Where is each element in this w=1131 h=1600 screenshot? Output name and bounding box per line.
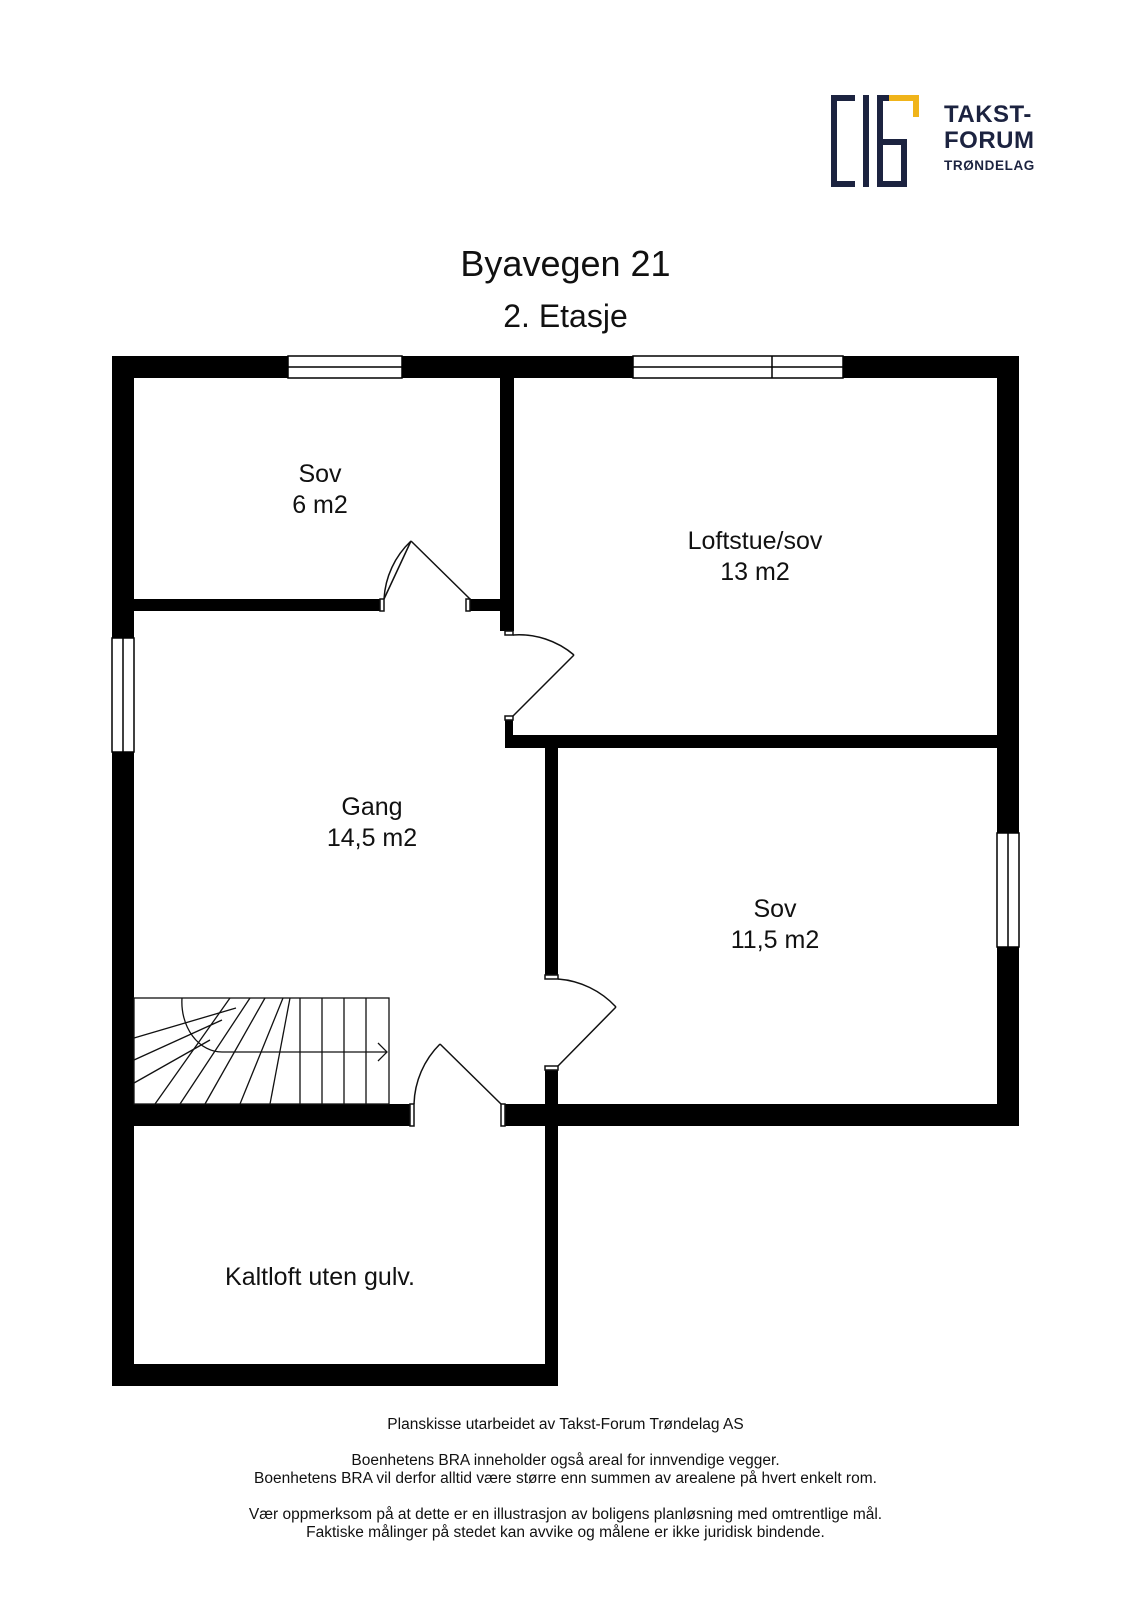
staircase [133, 997, 390, 1105]
room-label-gang: Gang 14,5 m2 [272, 792, 472, 854]
door-loftstue [504, 630, 575, 721]
logo-line-region: TRØNDELAG [944, 158, 1035, 173]
footer-bra-note-1: Boenhetens BRA inneholder også areal for… [351, 1452, 780, 1469]
footer-disclaimer-2: Faktiske målinger på stedet kan avvike o… [306, 1524, 825, 1541]
page-title: Byavegen 21 [460, 243, 671, 284]
window-left-wall [111, 637, 135, 753]
room-label-sov-large: Sov 11,5 m2 [675, 894, 875, 956]
room-area: 14,5 m2 [326, 824, 418, 852]
floor-subtitle: 2. Etasje [503, 298, 628, 334]
window-top-left [287, 355, 403, 379]
room-label-sov-small: Sov 6 m2 [240, 459, 400, 521]
window-top-right [632, 355, 844, 379]
logo-line-forum: FORUM [944, 127, 1035, 154]
room-area: 11,5 m2 [730, 926, 820, 954]
room-area: 13 m2 [720, 558, 790, 586]
footer-notes: Planskisse utarbeidet av Takst-Forum Trø… [0, 1416, 1131, 1542]
room-name: Gang [341, 793, 403, 821]
takst-forum-logo [831, 95, 919, 187]
room-area: 6 m2 [292, 491, 348, 519]
footer-disclaimer-1: Vær oppmerksom på at dette er en illustr… [248, 1506, 883, 1523]
footer-bra-note-2: Boenhetens BRA vil derfor alltid være st… [254, 1470, 877, 1487]
interior-walls [134, 378, 997, 1126]
room-label-kaltloft: Kaltloft uten gulv. [170, 1262, 470, 1293]
door-sov-small [379, 540, 471, 612]
doors [379, 540, 617, 1127]
windows [111, 355, 1020, 948]
room-label-loftstue: Loftstue/sov 13 m2 [630, 526, 880, 588]
room-name: Sov [298, 460, 342, 488]
door-kaltloft [409, 1043, 506, 1127]
room-name: Loftstue/sov [687, 527, 823, 555]
room-name: Kaltloft uten gulv. [225, 1263, 415, 1291]
footer-credit: Planskisse utarbeidet av Takst-Forum Trø… [387, 1416, 744, 1433]
logo-line-takst: TAKST- [944, 101, 1032, 128]
room-name: Sov [753, 895, 797, 923]
door-sov-large [544, 974, 617, 1071]
window-right-wall [996, 832, 1020, 948]
logo-wordmark: TAKST- FORUM TRØNDELAG [944, 103, 1035, 173]
